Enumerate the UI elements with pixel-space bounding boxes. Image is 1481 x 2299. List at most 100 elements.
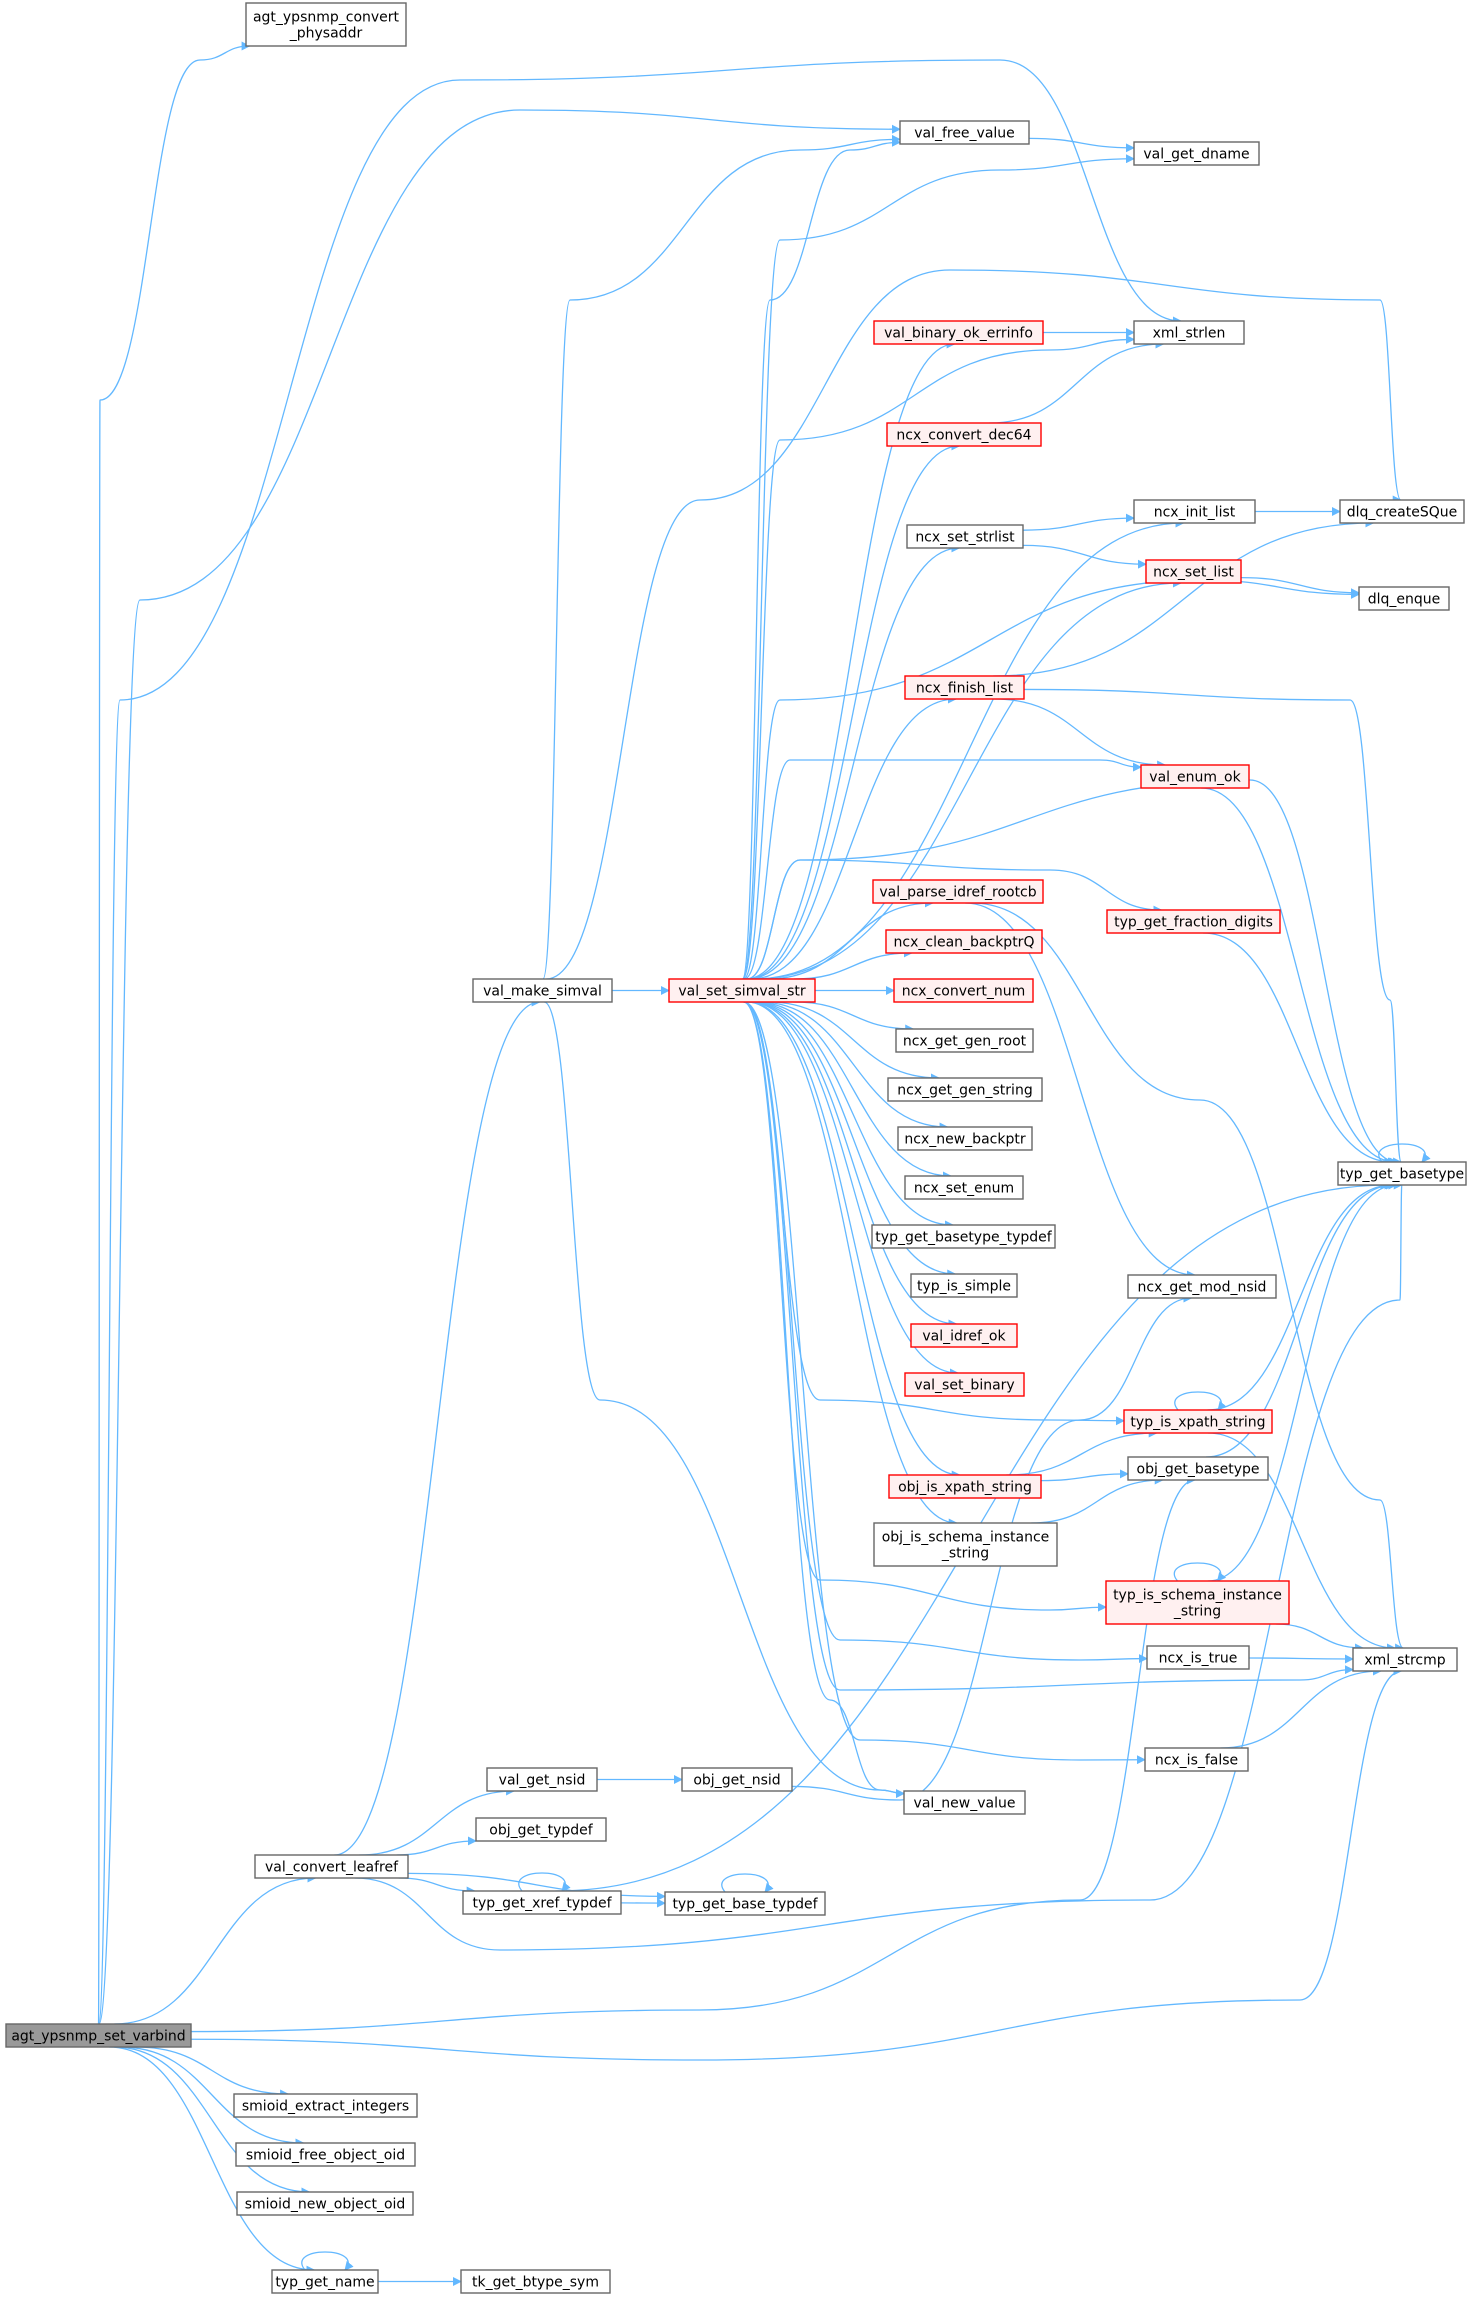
node-box bbox=[271, 2269, 379, 2294]
node-label: val_get_nsid bbox=[499, 1773, 586, 1789]
node-box bbox=[1105, 1580, 1290, 1625]
node-box bbox=[1106, 909, 1281, 934]
node-ncx-get-mod-nsid[interactable]: ncx_get_mod_nsid bbox=[1127, 1274, 1277, 1299]
edge-typ_is_schema_instance_string-to-typ_is_schema_instance_string bbox=[1173, 1562, 1227, 1582]
node-box bbox=[888, 1474, 1042, 1499]
node-label: dlq_enque bbox=[1368, 592, 1441, 608]
node-box bbox=[872, 879, 1044, 904]
node-box bbox=[906, 524, 1024, 549]
node-label: obj_get_basetype bbox=[1137, 1462, 1260, 1478]
node-box bbox=[5, 2023, 192, 2048]
node-box bbox=[1145, 559, 1242, 584]
node-label: typ_is_simple bbox=[917, 1279, 1011, 1295]
edge-val_set_simval_str-to-val_binary_ok_errinfo bbox=[745, 339, 956, 980]
node-typ-get-name[interactable]: typ_get_name bbox=[271, 2269, 379, 2294]
node-typ-is-schema-instance-string[interactable]: typ_is_schema_instance_string bbox=[1105, 1580, 1290, 1625]
node-smioid-extract-integers[interactable]: smioid_extract_integers bbox=[233, 2093, 418, 2118]
edge-root-to-typ_get_name bbox=[109, 2046, 316, 2275]
node-val-binary-ok-errinfo[interactable]: val_binary_ok_errinfo bbox=[873, 320, 1044, 345]
node-val-convert-leafref[interactable]: val_convert_leafref bbox=[254, 1854, 409, 1879]
edge-ncx_finish_list-to-val_enum_ok bbox=[994, 698, 1167, 770]
edge-val_set_simval_str-to-typ_get_basetype bbox=[746, 779, 1399, 1167]
node-label: ncx_convert_dec64 bbox=[896, 428, 1031, 444]
node-smioid-new-object-oid[interactable]: smioid_new_object_oid bbox=[236, 2191, 414, 2216]
node-typ-get-basetype-typdef[interactable]: typ_get_basetype_typdef bbox=[871, 1224, 1056, 1249]
node-val-get-nsid[interactable]: val_get_nsid bbox=[486, 1767, 598, 1792]
node-box bbox=[1146, 1645, 1250, 1670]
edge-val_set_simval_str-to-ncx_new_backptr bbox=[759, 1001, 949, 1132]
node-box bbox=[873, 320, 1044, 345]
node-ncx-finish-list[interactable]: ncx_finish_list bbox=[904, 675, 1025, 700]
node-box bbox=[904, 675, 1025, 700]
node-ncx-convert-dec64[interactable]: ncx_convert_dec64 bbox=[886, 422, 1042, 447]
node-obj-get-nsid[interactable]: obj_get_nsid bbox=[681, 1767, 793, 1792]
edge-ncx_convert_dec64-to-xml_strlen bbox=[989, 339, 1165, 424]
node-ncx-is-true[interactable]: ncx_is_true bbox=[1146, 1645, 1250, 1670]
edge-val_set_simval_str-to-ncx_get_gen_string bbox=[767, 1001, 940, 1083]
node-ncx-clean-backptrQ[interactable]: ncx_clean_backptrQ bbox=[885, 929, 1043, 954]
node-ncx-init-list[interactable]: ncx_init_list bbox=[1133, 499, 1256, 524]
node-dlq-createSQue[interactable]: dlq_createSQue bbox=[1339, 499, 1465, 524]
node-typ-get-fraction-digits[interactable]: typ_get_fraction_digits bbox=[1106, 909, 1281, 934]
node-xml-strcmp[interactable]: xml_strcmp bbox=[1352, 1647, 1458, 1672]
edge-val_set_simval_str-to-ncx_finish_list bbox=[750, 694, 957, 980]
node-val-set-simval-str[interactable]: val_set_simval_str bbox=[668, 978, 816, 1003]
node-typ-is-simple[interactable]: typ_is_simple bbox=[910, 1273, 1018, 1298]
edge-typ_is_xpath_string-to-typ_get_basetype bbox=[1207, 1180, 1394, 1411]
node-ncx-is-false[interactable]: ncx_is_false bbox=[1144, 1747, 1249, 1772]
node-val-new-value[interactable]: val_new_value bbox=[903, 1790, 1026, 1815]
edge-val_set_simval_str-to-val_get_dname bbox=[741, 154, 1135, 980]
node-val-free-value[interactable]: val_free_value bbox=[899, 120, 1030, 145]
edge-val_set_simval_str-to-val_new_value bbox=[743, 1001, 905, 1799]
edge-val_set_simval_str-to-ncx_convert_dec64 bbox=[746, 441, 961, 980]
node-ncx-get-gen-root[interactable]: ncx_get_gen_root bbox=[895, 1028, 1034, 1053]
node-obj-get-typdef[interactable]: obj_get_typdef bbox=[475, 1817, 607, 1842]
node-label: ncx_is_true bbox=[1159, 1651, 1238, 1667]
node-root[interactable]: agt_ypsnmp_set_varbind bbox=[5, 2023, 192, 2048]
node-ncx-convert-num[interactable]: ncx_convert_num bbox=[893, 978, 1034, 1003]
node-val-idref-ok[interactable]: val_idref_ok bbox=[910, 1323, 1018, 1348]
node-smioid-free-object-oid[interactable]: smioid_free_object_oid bbox=[235, 2142, 416, 2167]
node-ncx-get-gen-string[interactable]: ncx_get_gen_string bbox=[887, 1077, 1043, 1102]
node-ncx-set-list[interactable]: ncx_set_list bbox=[1145, 559, 1242, 584]
node-val-set-binary[interactable]: val_set_binary bbox=[904, 1372, 1025, 1397]
edge-val_make_simval-to-dlq_createSQue bbox=[546, 269, 1402, 980]
node-ncx-set-strlist[interactable]: ncx_set_strlist bbox=[906, 524, 1024, 549]
node-box bbox=[1140, 764, 1250, 789]
edge-val_convert_leafref-to-val_get_nsid bbox=[359, 1786, 516, 1856]
edge-val_set_simval_str-to-xml_strlen bbox=[742, 334, 1135, 980]
node-obj-get-basetype[interactable]: obj_get_basetype bbox=[1127, 1456, 1269, 1481]
node-val-parse-idref-rootcb[interactable]: val_parse_idref_rootcb bbox=[872, 879, 1044, 904]
node-label: smioid_new_object_oid bbox=[245, 2197, 406, 2213]
node-label: ncx_is_false bbox=[1155, 1753, 1238, 1769]
node-label: smioid_free_object_oid bbox=[246, 2148, 405, 2164]
edge-typ_is_xpath_string-to-xml_strcmp bbox=[1207, 1432, 1396, 1653]
edge-root-to-xml_strcmp bbox=[190, 1666, 1403, 2061]
node-ncx-new-backptr[interactable]: ncx_new_backptr bbox=[897, 1126, 1033, 1151]
node-typ-get-basetype[interactable]: typ_get_basetype bbox=[1337, 1161, 1467, 1186]
edge-val_set_simval_str-to-val_set_binary bbox=[748, 1001, 959, 1378]
node-label: typ_is_schema_instance bbox=[1113, 1588, 1282, 1604]
node-tk-get-btype-sym[interactable]: tk_get_btype_sym bbox=[460, 2269, 611, 2294]
node-typ-get-xref-typdef[interactable]: typ_get_xref_typdef bbox=[462, 1890, 622, 1915]
node-val-get-dname[interactable]: val_get_dname bbox=[1133, 141, 1260, 166]
node-val-make-simval[interactable]: val_make_simval bbox=[472, 978, 613, 1003]
node-label: val_idref_ok bbox=[922, 1329, 1006, 1345]
node-ncx-set-enum[interactable]: ncx_set_enum bbox=[904, 1175, 1024, 1200]
node-convert-physaddr[interactable]: agt_ypsnmp_convert_physaddr bbox=[245, 2, 407, 47]
node-dlq-enque[interactable]: dlq_enque bbox=[1358, 586, 1450, 611]
node-obj-is-xpath-string[interactable]: obj_is_xpath_string bbox=[888, 1474, 1042, 1499]
node-label: obj_get_typdef bbox=[489, 1823, 593, 1839]
node-typ-get-base-typdef[interactable]: typ_get_base_typdef bbox=[664, 1891, 826, 1916]
edge-obj_get_basetype-to-typ_get_basetype bbox=[1205, 1180, 1395, 1458]
node-label: ncx_new_backptr bbox=[904, 1132, 1025, 1148]
node-label: typ_get_base_typdef bbox=[672, 1897, 818, 1913]
node-obj-is-schema-instance-string[interactable]: obj_is_schema_instance_string bbox=[873, 1522, 1058, 1567]
edge-ncx_set_strlist-to-ncx_init_list bbox=[1022, 513, 1135, 531]
node-typ-is-xpath-string[interactable]: typ_is_xpath_string bbox=[1123, 1409, 1273, 1434]
node-val-enum-ok[interactable]: val_enum_ok bbox=[1140, 764, 1250, 789]
node-xml-strlen[interactable]: xml_strlen bbox=[1133, 320, 1245, 345]
node-box bbox=[893, 978, 1034, 1003]
node-box bbox=[895, 1028, 1034, 1053]
node-label: val_new_value bbox=[914, 1796, 1016, 1812]
